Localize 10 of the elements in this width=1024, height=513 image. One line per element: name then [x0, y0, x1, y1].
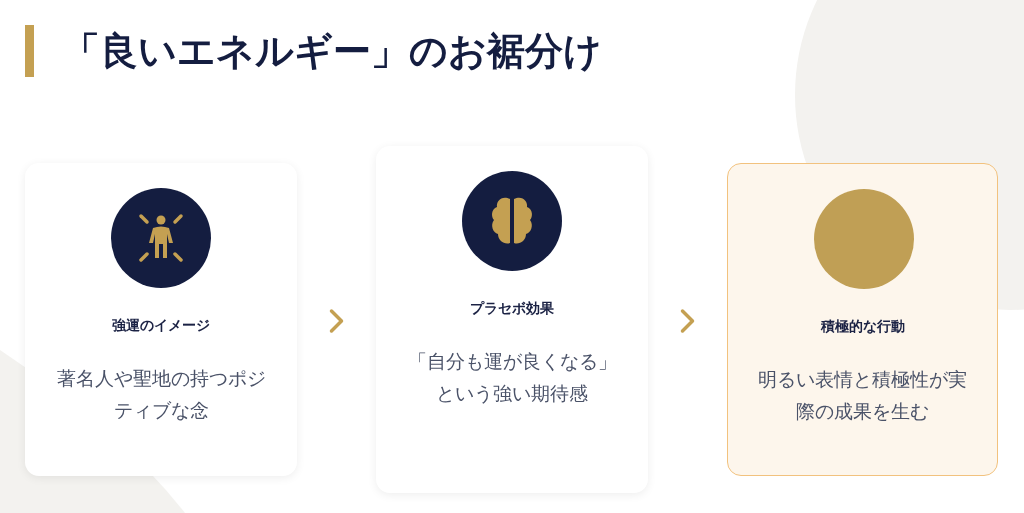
card-heading: プラセボ効果 [469, 300, 555, 318]
card [376, 146, 648, 493]
card-text: 著名人や聖地の持つポジティブな念 [55, 366, 267, 423]
card-heading: 強運のイメージ [111, 317, 211, 335]
card-text: 「自分も運が良くなる」という強い期待感 [406, 349, 618, 406]
card-heading: 積極的な行動 [819, 318, 906, 336]
card-text: 明るい表情と積極性が実際の成果を生む [758, 367, 967, 424]
title: 「良いエネルギー」のお裾分け [62, 28, 602, 75]
card [727, 163, 998, 476]
card [25, 163, 297, 476]
